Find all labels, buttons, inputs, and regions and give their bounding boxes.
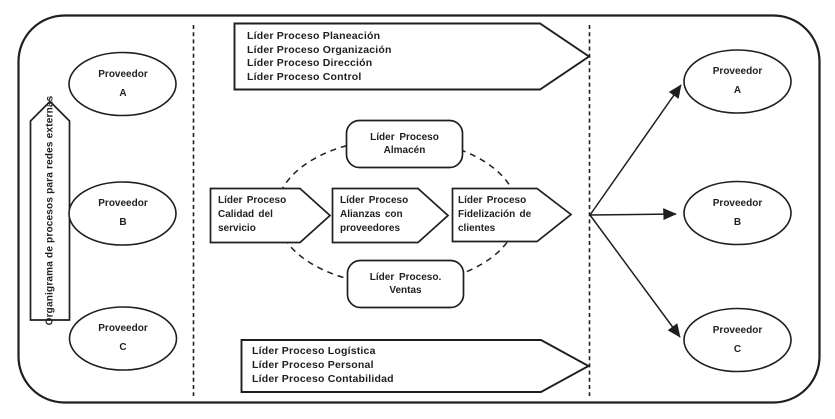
side-label-shape (29, 100, 71, 321)
left-provider-a-ellipse (68, 51, 177, 117)
almacen-box (345, 119, 464, 169)
top-banner-line: Líder Proceso Control (247, 70, 362, 83)
almacen-line: Líder Proceso (370, 132, 439, 143)
arrow-to-right-provider-a (589, 84, 682, 216)
provider-name: Proveedor (712, 66, 763, 77)
right-provider-a: Proveedor A (684, 50, 791, 112)
provider-name: Proveedor (98, 69, 148, 80)
ventas-line: Ventas (389, 285, 422, 296)
arrow-to-right-provider-c (589, 214, 681, 338)
step-line: servicio (218, 223, 256, 234)
almacen-line: Almacén (383, 145, 426, 156)
left-provider-c: Proveedor C (70, 307, 176, 369)
step-line: Calidad del (218, 209, 273, 220)
top-banner-text: Líder Proceso Planeación Líder Proceso O… (247, 30, 392, 84)
right-provider-b-ellipse (683, 180, 792, 246)
step-line: Líder Proceso (218, 195, 287, 206)
side-label: Organigrama de procesos para redes exter… (30, 96, 70, 326)
provider-name: Proveedor (712, 325, 763, 336)
provider-letter: A (733, 85, 742, 96)
provider-letter: B (119, 217, 127, 228)
provider-letter: C (733, 344, 742, 355)
side-label-text: Organigrama de procesos para redes exter… (44, 95, 56, 326)
ventas-line: Líder Proceso. (369, 272, 442, 283)
bottom-banner-shape (240, 339, 591, 393)
step-line: Fidelización de (458, 209, 532, 220)
top-banner-shape (233, 22, 591, 91)
left-provider-a: Proveedor A (70, 53, 176, 115)
provider-name: Proveedor (98, 323, 148, 334)
provider-name: Proveedor (712, 198, 763, 209)
almacen-box-text: Líder Proceso Almacén (346, 120, 463, 168)
ventas-box (346, 259, 465, 309)
bottom-banner-text: Líder Proceso Logística Líder Proceso Pe… (252, 344, 394, 386)
top-banner-line: Líder Proceso Organización (247, 43, 392, 56)
right-provider-b: Proveedor B (684, 182, 791, 244)
top-banner-line: Líder Proceso Dirección (247, 57, 373, 69)
left-provider-b: Proveedor B (70, 182, 176, 244)
calidad-step-shape (209, 187, 332, 244)
right-provider-c-ellipse (683, 307, 792, 373)
step-line: clientes (458, 223, 496, 234)
bottom-banner-line: Líder Proceso Personal (252, 359, 374, 371)
step-line: proveedores (340, 223, 401, 234)
top-banner-line: Líder Proceso Planeación (247, 30, 381, 42)
outer-frame (17, 14, 821, 404)
provider-name: Proveedor (98, 198, 148, 209)
calidad-step-text: Líder Proceso Calidad del servicio (218, 194, 286, 236)
provider-letter: C (119, 342, 127, 353)
ventas-box-text: Líder Proceso. Ventas (347, 260, 464, 308)
left-provider-c-ellipse (68, 306, 178, 371)
provider-letter: A (119, 88, 127, 99)
bottom-banner-line: Líder Proceso Logística (252, 345, 376, 357)
step-line: Líder Proceso (458, 195, 527, 206)
right-provider-a-ellipse (683, 49, 792, 114)
fidelizacion-step-shape (451, 187, 573, 243)
step-line: Líder Proceso (340, 195, 409, 206)
alianzas-step-shape (331, 187, 450, 244)
provider-letter: B (733, 217, 742, 228)
fidelizacion-step-text: Líder Proceso Fidelización de clientes (458, 194, 531, 236)
right-provider-c: Proveedor C (684, 309, 791, 371)
left-provider-b-ellipse (68, 181, 177, 246)
bottom-banner-line: Líder Proceso Contabilidad (252, 373, 394, 385)
step-line: Alianzas con (340, 209, 403, 220)
alianzas-step-text: Líder Proceso Alianzas con proveedores (340, 194, 408, 236)
arrow-to-right-provider-b (589, 208, 677, 221)
